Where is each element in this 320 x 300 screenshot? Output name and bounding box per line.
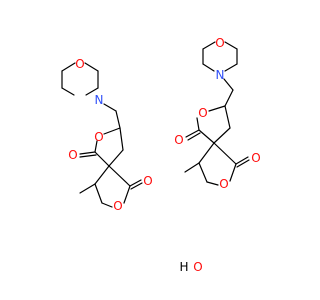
bond — [198, 162, 208, 183]
atom-label: O — [215, 36, 224, 50]
bond — [108, 165, 131, 187]
bond — [115, 110, 121, 129]
atom-label: O — [143, 174, 152, 188]
water-oxygen: O — [193, 260, 202, 274]
water-hydrogen: H — [179, 260, 188, 274]
bond — [198, 142, 215, 164]
bond — [224, 105, 231, 129]
bond — [213, 127, 231, 144]
atom-label: N — [95, 93, 104, 107]
bond — [224, 41, 238, 50]
bond — [206, 181, 219, 186]
water-molecule: H O — [179, 260, 202, 274]
bond — [229, 163, 237, 182]
bond — [235, 156, 249, 165]
bond — [94, 140, 98, 153]
bond — [208, 105, 226, 112]
bond — [119, 127, 124, 151]
bond — [103, 103, 117, 112]
bond — [94, 183, 103, 204]
bond — [108, 149, 124, 167]
bond — [224, 63, 238, 72]
bond — [224, 89, 234, 107]
bond — [94, 151, 110, 167]
bond — [79, 151, 96, 155]
bond — [61, 87, 75, 96]
bond — [85, 87, 99, 96]
atom-label: O — [113, 199, 122, 213]
atom-label: N — [216, 68, 225, 82]
bond — [185, 129, 200, 138]
atom-label: O — [75, 57, 84, 71]
bond — [184, 162, 200, 173]
atom-label: O — [251, 151, 260, 165]
bond — [236, 159, 250, 168]
molecule-2-atoms: O N O O O O — [174, 36, 260, 191]
molecule-2 — [184, 41, 250, 186]
bond — [196, 117, 200, 131]
molecule-1-atoms: O N O O O O — [68, 57, 152, 213]
atom-label: O — [174, 133, 183, 147]
bond — [103, 127, 121, 135]
bond — [213, 142, 237, 165]
bond — [101, 202, 113, 208]
bond — [84, 62, 99, 72]
molecule-1 — [61, 62, 143, 208]
bond — [123, 185, 131, 204]
bond — [223, 78, 234, 91]
bond — [202, 41, 216, 50]
atom-label: O — [219, 177, 228, 191]
bond — [61, 62, 76, 72]
bond — [187, 132, 201, 141]
bond — [130, 182, 143, 190]
bond — [79, 154, 97, 158]
bond — [198, 129, 215, 144]
bond — [129, 179, 142, 187]
bond — [202, 63, 215, 72]
bond — [79, 183, 96, 194]
atom-label: O — [68, 148, 77, 162]
bond — [94, 165, 110, 185]
molecule-canvas: O N O O O O — [61, 36, 261, 274]
atom-label: O — [94, 130, 103, 144]
atom-label: O — [198, 106, 207, 120]
